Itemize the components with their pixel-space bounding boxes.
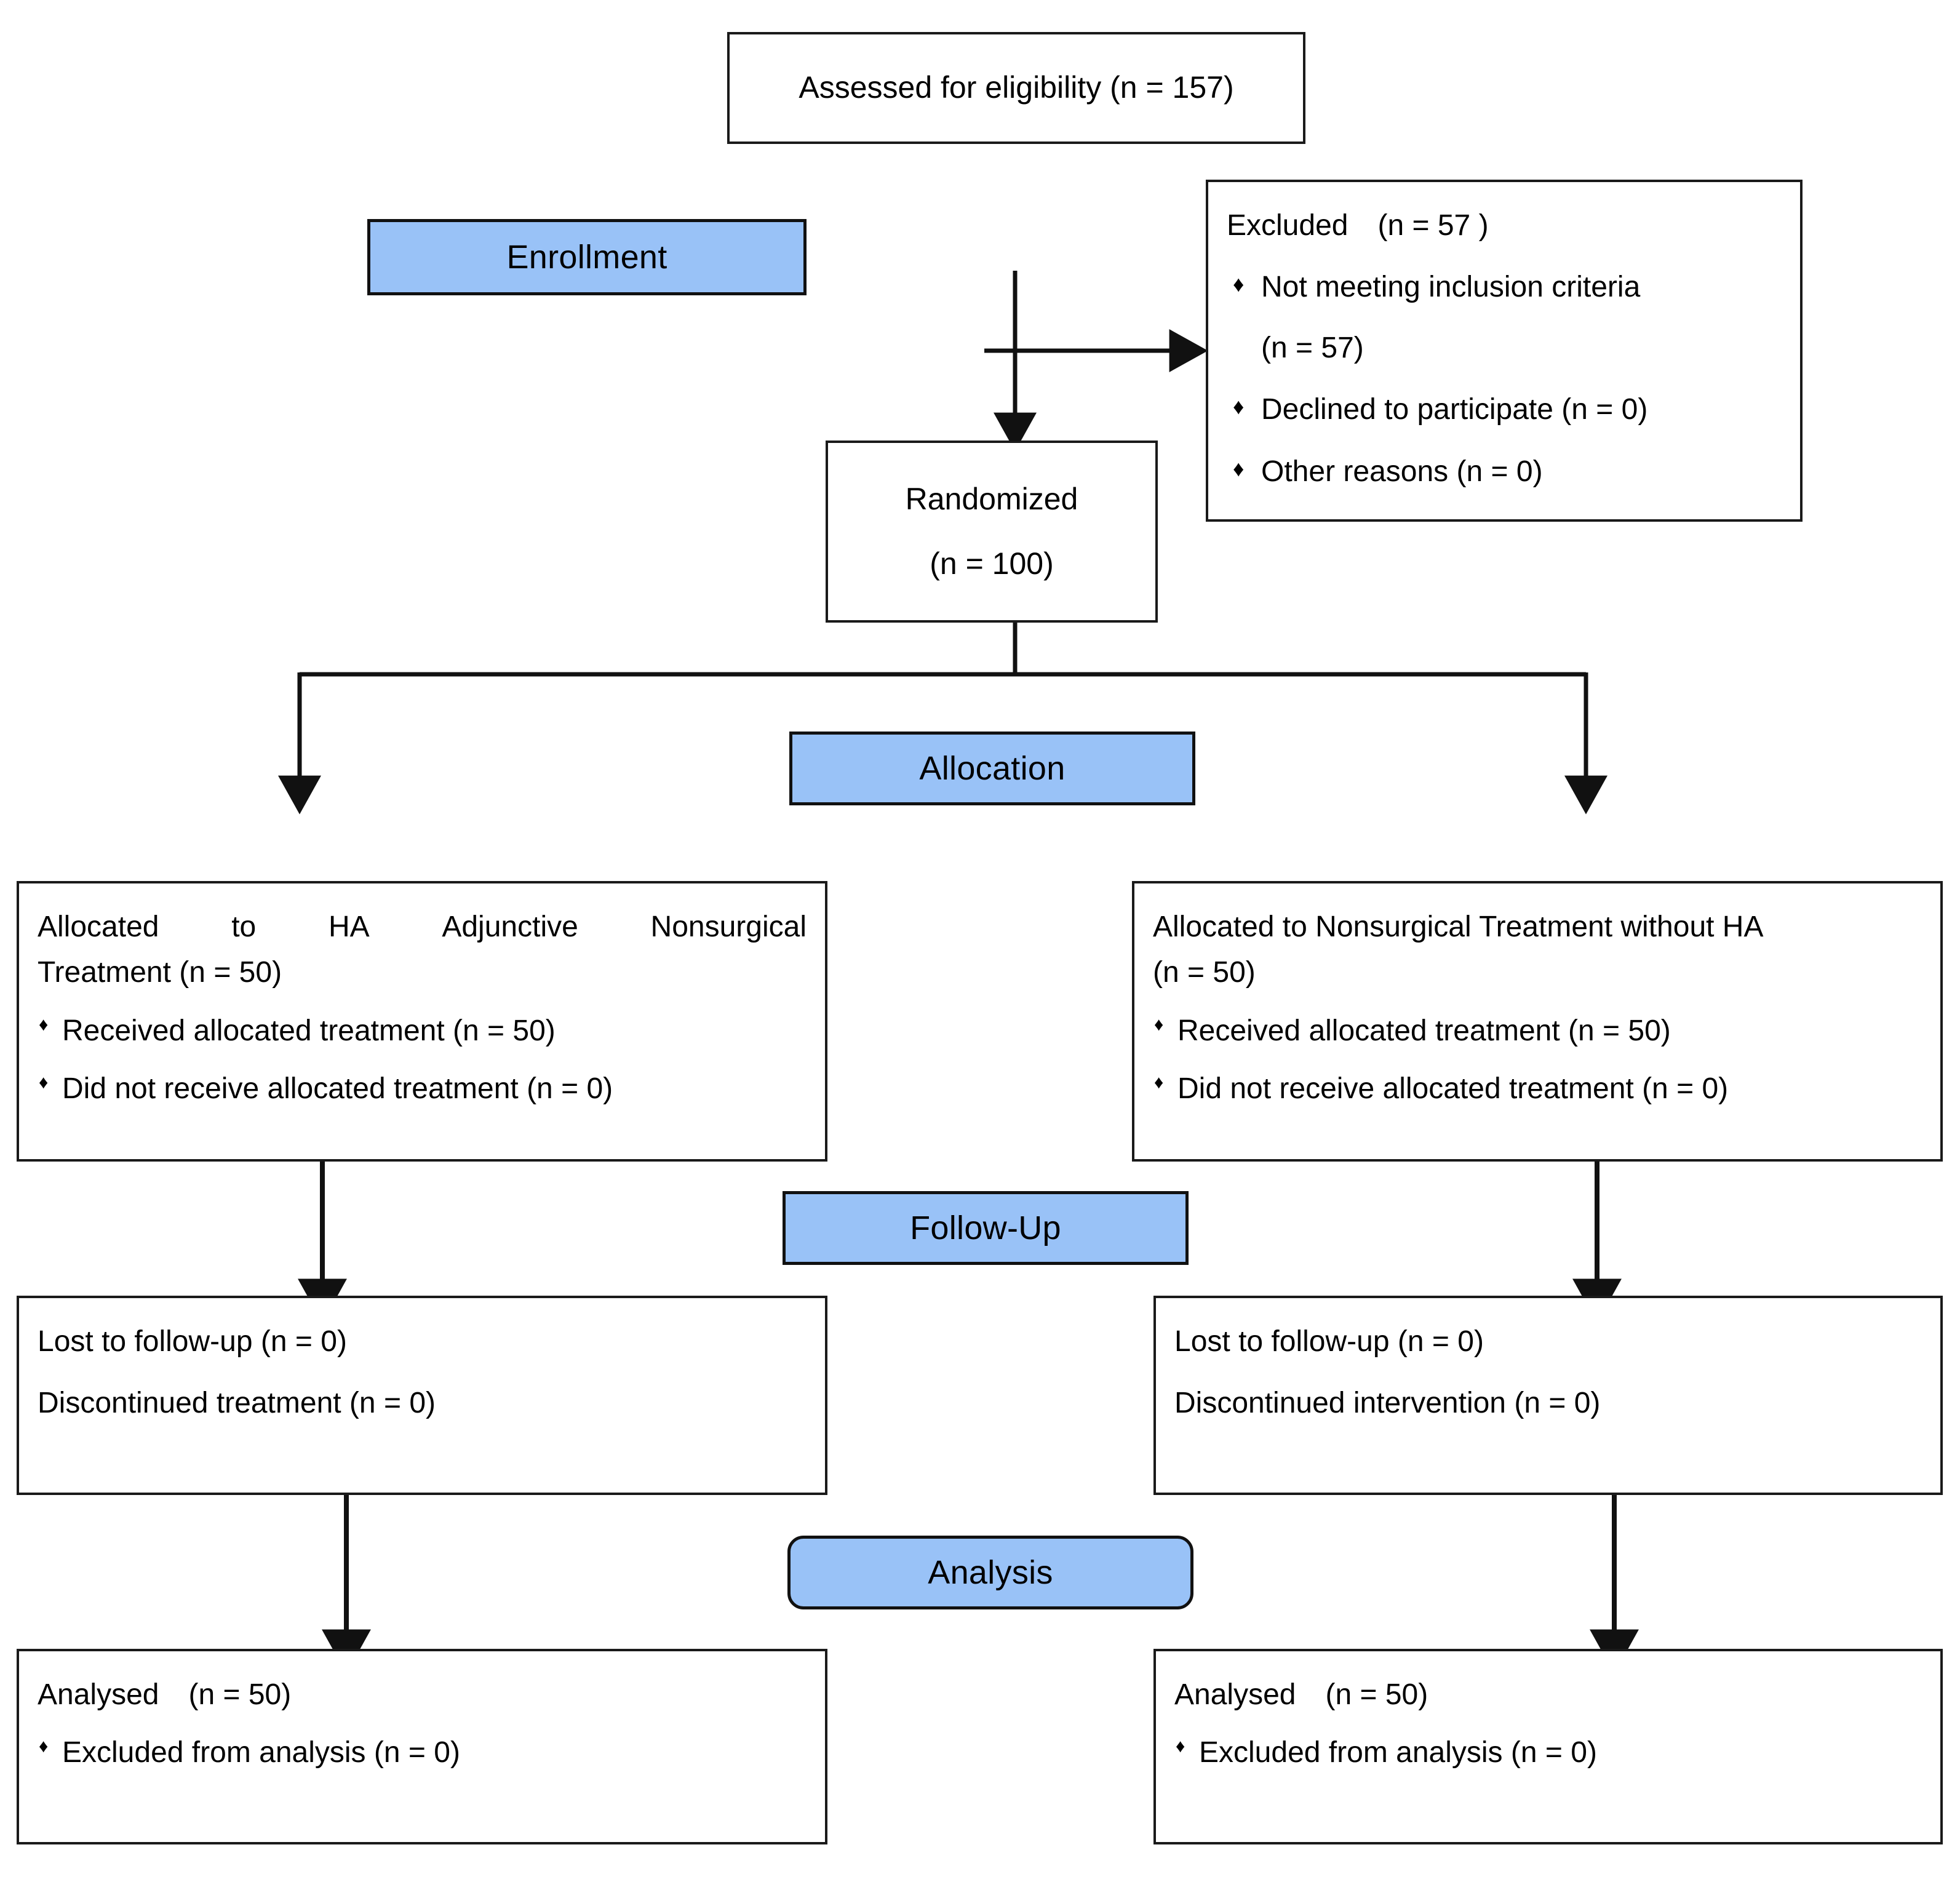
randomized-line-2: (n = 100) bbox=[930, 546, 1054, 581]
stage-label-analysis: Analysis bbox=[787, 1536, 1193, 1609]
analysed-left-count: (n = 50) bbox=[188, 1678, 292, 1711]
alloc-left-title-line-2: Treatment (n = 50) bbox=[38, 956, 282, 989]
alloc-right-bullet-0: Received allocated treatment (n = 50) bbox=[1177, 1014, 1671, 1047]
analysed-left-title-row: Analysed (n = 50) bbox=[38, 1672, 807, 1718]
analysed-right-title-row: Analysed (n = 50) bbox=[1174, 1672, 1922, 1718]
list-item: ♦ Did not receive allocated treatment (n… bbox=[38, 1066, 807, 1112]
allocation-label-text: Allocation bbox=[919, 750, 1066, 787]
alloc-left-bullet-1: Did not receive allocated treatment (n =… bbox=[62, 1072, 613, 1106]
node-analysed-left: Analysed (n = 50) ♦ Excluded from analysi… bbox=[17, 1649, 827, 1844]
node-analysed-right: Analysed (n = 50) ♦ Excluded from analysi… bbox=[1153, 1649, 1943, 1844]
analysed-right-bullet-list: ♦ Excluded from analysis (n = 0) bbox=[1174, 1730, 1922, 1776]
excluded-title: Excluded bbox=[1227, 209, 1348, 242]
node-excluded: Excluded (n = 57 ) ♦ Not meeting inclusio… bbox=[1206, 180, 1803, 522]
follow-left-line-1: Lost to follow-up (n = 0) bbox=[38, 1325, 347, 1358]
diamond-bullet-icon: ♦ bbox=[1176, 1736, 1185, 1757]
alloc-left-word-3: Adjunctive bbox=[442, 911, 578, 943]
stage-label-follow-up: Follow-Up bbox=[783, 1191, 1189, 1265]
list-item: ♦ Excluded from analysis (n = 0) bbox=[38, 1730, 807, 1776]
excluded-bullet-0: Not meeting inclusion criteria bbox=[1261, 271, 1641, 304]
analysed-right-count: (n = 50) bbox=[1325, 1678, 1428, 1711]
analysed-left-bullet-list: ♦ Excluded from analysis (n = 0) bbox=[38, 1730, 807, 1776]
alloc-left-bullet-0: Received allocated treatment (n = 50) bbox=[62, 1014, 556, 1047]
analysed-right-title: Analysed bbox=[1174, 1678, 1296, 1711]
follow-up-label-text: Follow-Up bbox=[910, 1210, 1061, 1246]
list-item: ♦ Received allocated treatment (n = 50) bbox=[1153, 1008, 1922, 1054]
list-item: ♦ Did not receive allocated treatment (n… bbox=[1153, 1066, 1922, 1112]
list-item: ♦ Received allocated treatment (n = 50) bbox=[38, 1008, 807, 1054]
node-allocated-right: Allocated to Nonsurgical Treatment witho… bbox=[1132, 881, 1943, 1162]
alloc-right-title-line-1: Allocated to Nonsurgical Treatment witho… bbox=[1153, 911, 1764, 943]
diamond-bullet-icon: ♦ bbox=[1233, 271, 1245, 297]
list-item: ♦ Not meeting inclusion criteria (n = 57… bbox=[1227, 265, 1782, 371]
node-follow-up-left: Lost to follow-up (n = 0) Discontinued t… bbox=[17, 1296, 827, 1495]
analysis-label-text: Analysis bbox=[928, 1554, 1053, 1591]
analysed-right-bullet-0: Excluded from analysis (n = 0) bbox=[1199, 1736, 1597, 1769]
alloc-right-bullet-1: Did not receive allocated treatment (n =… bbox=[1177, 1072, 1729, 1106]
diamond-bullet-icon: ♦ bbox=[39, 1736, 49, 1757]
assessed-text: Assessed for eligibility (n = 157) bbox=[799, 70, 1234, 105]
alloc-right-title-line-2: (n = 50) bbox=[1153, 956, 1256, 989]
node-assessed-for-eligibility: Assessed for eligibility (n = 157) bbox=[727, 32, 1305, 144]
diamond-bullet-icon: ♦ bbox=[1233, 455, 1245, 481]
excluded-bullet-0-sub: (n = 57) bbox=[1261, 331, 1364, 364]
alloc-left-word-4: Nonsurgical bbox=[650, 911, 807, 943]
list-item: ♦ Declined to participate (n = 0) bbox=[1227, 387, 1782, 433]
stage-label-allocation: Allocation bbox=[789, 732, 1195, 805]
alloc-left-title-line-1: Allocated to HA Adjunctive Nonsurgical bbox=[38, 904, 807, 950]
alloc-left-bullet-list: ♦ Received allocated treatment (n = 50) … bbox=[38, 1008, 807, 1112]
enrollment-label-text: Enrollment bbox=[506, 239, 667, 276]
follow-right-line-2: Discontinued intervention (n = 0) bbox=[1174, 1387, 1601, 1420]
diamond-bullet-icon: ♦ bbox=[1233, 394, 1245, 420]
follow-left-line-2: Discontinued treatment (n = 0) bbox=[38, 1387, 436, 1420]
node-follow-up-right: Lost to follow-up (n = 0) Discontinued i… bbox=[1153, 1296, 1943, 1495]
diamond-bullet-icon: ♦ bbox=[39, 1072, 49, 1093]
list-item: ♦ Other reasons (n = 0) bbox=[1227, 449, 1782, 495]
excluded-count: (n = 57 ) bbox=[1377, 209, 1489, 242]
analysed-left-bullet-0: Excluded from analysis (n = 0) bbox=[62, 1736, 460, 1769]
follow-right-line-1: Lost to follow-up (n = 0) bbox=[1174, 1325, 1484, 1358]
excluded-bullet-2: Other reasons (n = 0) bbox=[1261, 455, 1543, 488]
analysed-left-title: Analysed bbox=[38, 1678, 159, 1711]
node-randomized: Randomized (n = 100) bbox=[826, 441, 1158, 623]
alloc-left-word-2: HA bbox=[328, 911, 370, 943]
alloc-right-bullet-list: ♦ Received allocated treatment (n = 50) … bbox=[1153, 1008, 1922, 1112]
diamond-bullet-icon: ♦ bbox=[1154, 1072, 1164, 1093]
diamond-bullet-icon: ♦ bbox=[1154, 1014, 1164, 1035]
stage-label-enrollment: Enrollment bbox=[367, 219, 807, 295]
node-allocated-left: Allocated to HA Adjunctive Nonsurgical T… bbox=[17, 881, 827, 1162]
alloc-left-word-0: Allocated bbox=[38, 911, 159, 943]
randomized-content: Randomized (n = 100) bbox=[828, 443, 1155, 620]
alloc-left-word-1: to bbox=[231, 911, 257, 943]
randomized-line-1: Randomized bbox=[905, 481, 1078, 516]
diamond-bullet-icon: ♦ bbox=[39, 1014, 49, 1035]
excluded-title-row: Excluded (n = 57 ) bbox=[1227, 203, 1782, 249]
excluded-bullet-list: ♦ Not meeting inclusion criteria (n = 57… bbox=[1227, 265, 1782, 495]
list-item: ♦ Excluded from analysis (n = 0) bbox=[1174, 1730, 1922, 1776]
excluded-bullet-1: Declined to participate (n = 0) bbox=[1261, 393, 1648, 426]
